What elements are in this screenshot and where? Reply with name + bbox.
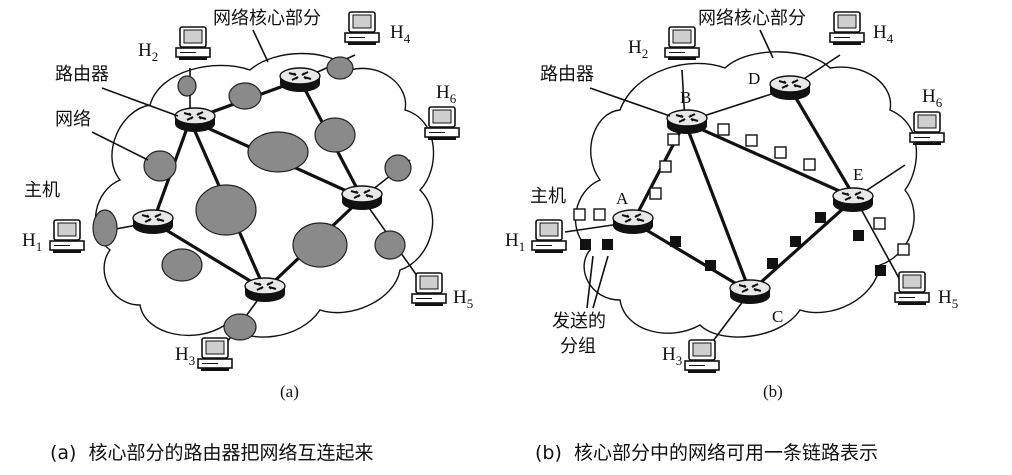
core-label-b: 网络核心部分	[698, 8, 806, 29]
host-label-h4-a: H4	[390, 22, 411, 46]
panel-label-b: (b)	[763, 382, 783, 401]
core-label-a: 网络核心部分	[213, 8, 321, 29]
node-c: C	[772, 307, 783, 326]
host-h4-a	[344, 11, 380, 46]
host-label-h5-a: H5	[453, 287, 473, 311]
router-label-b: 路由器	[540, 64, 594, 85]
host-label-h3-b: H3	[662, 344, 682, 368]
host-h3-b	[684, 339, 720, 374]
panel-label-a: (a)	[280, 382, 299, 401]
host-h5-b	[894, 271, 930, 306]
caption-b: (b) 核心部分中的网络可用一条链路表示	[535, 442, 878, 464]
host-label-h3-a: H3	[175, 344, 195, 368]
host-label-a: 主机	[24, 180, 60, 201]
packets-empty	[573, 123, 910, 256]
host-label-h1-a: H1	[22, 230, 42, 254]
host-label-h6-b: H6	[922, 86, 943, 110]
host-label-h6-a: H6	[436, 82, 457, 106]
network-label-a: 网络	[55, 109, 91, 130]
node-d: D	[748, 69, 760, 88]
packets-filled	[580, 212, 886, 276]
node-e: E	[853, 165, 863, 184]
panel-a: H1 H2 H3 H4 H5 H6 网络核心部分 路由器 网络 主机 (a)	[22, 8, 473, 401]
packet-label-line2: 分组	[560, 336, 596, 357]
host-h6-a	[424, 106, 460, 141]
host-label-h5-b: H5	[938, 287, 958, 311]
panel-b: A B C D E	[505, 8, 958, 401]
host-h1-a	[49, 219, 85, 254]
network-blobs-a	[92, 56, 412, 341]
host-h2-a	[175, 26, 211, 61]
node-b: B	[680, 88, 691, 107]
host-label-h4-b: H4	[873, 22, 894, 46]
host-label-h2-a: H2	[138, 40, 158, 64]
host-h3-a	[197, 337, 233, 372]
host-h4-b	[829, 11, 865, 46]
node-a: A	[616, 189, 629, 208]
host-h1-b	[531, 219, 567, 254]
host-h2-b	[664, 26, 700, 61]
host-h6-b	[909, 111, 945, 146]
caption-a: (a) 核心部分的路由器把网络互连起来	[50, 442, 374, 464]
host-h5-a	[411, 272, 447, 307]
router-label-a: 路由器	[55, 64, 109, 85]
host-label-h2-b: H2	[628, 37, 648, 61]
host-label-b: 主机	[530, 186, 566, 207]
host-label-h1-b: H1	[505, 230, 525, 254]
packet-label-line1: 发送的	[552, 311, 606, 332]
